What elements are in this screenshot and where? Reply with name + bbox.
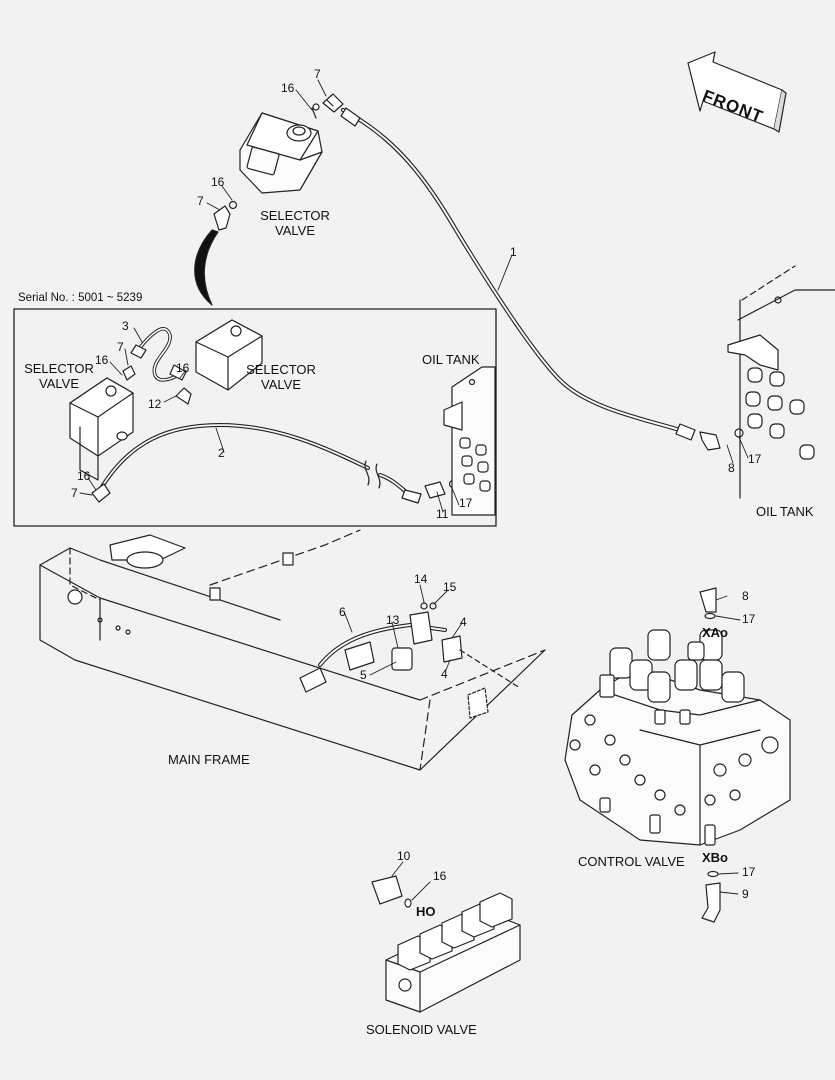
serial-inset-box: [13, 308, 497, 527]
port-xb-label: XBo: [702, 850, 728, 865]
callout-16: 16: [211, 175, 225, 189]
selector-valve-top-line1: SELECTOR: [260, 208, 330, 223]
callout-13: 13: [386, 613, 400, 627]
control-valve-label: CONTROL VALVE: [578, 854, 685, 869]
inset-selector-valve-right: [195, 319, 263, 391]
port-ho-label: HO: [416, 904, 436, 919]
oil-tank-inset-label: OIL TANK: [422, 352, 480, 367]
selector-valve-top-line2: VALVE: [275, 223, 315, 238]
callout-8: 8: [742, 589, 749, 603]
main-frame-shape: [39, 529, 546, 771]
main-frame-label: MAIN FRAME: [168, 752, 250, 767]
callout-11: 11: [436, 507, 449, 521]
selector-valve-top-shape: [239, 103, 323, 194]
callout-17: 17: [742, 865, 756, 879]
callout-16: 16: [281, 81, 295, 95]
selector-valve-top-label: SELECTOR VALVE: [250, 208, 340, 238]
selector-valve-inset-right-line1: SELECTOR: [246, 362, 316, 377]
callout-17: 17: [742, 612, 756, 626]
callout-17: 17: [748, 452, 762, 466]
callout-16: 16: [433, 869, 447, 883]
callout-14: 14: [414, 572, 428, 586]
callout-4: 4: [460, 615, 467, 629]
selector-valve-inset-right-label: SELECTOR VALVE: [236, 362, 326, 392]
callout-1: 1: [510, 245, 517, 259]
selector-valve-inset-left-line2: VALVE: [39, 376, 79, 391]
callout-10: 10: [397, 849, 411, 863]
callout-16: 16: [77, 469, 91, 483]
inset-selector-valve-left: [69, 377, 134, 481]
selector-valve-inset-left-label: SELECTOR VALVE: [14, 361, 104, 391]
callout-15: 15: [443, 580, 457, 594]
harness-shape: [299, 602, 521, 719]
callout-17: 17: [459, 496, 473, 510]
oil-tank-main-label: OIL TANK: [756, 504, 814, 519]
front-arrow-icon: [687, 51, 787, 133]
inset-oil-tank: [443, 366, 496, 516]
selector-valve-inset-left-line1: SELECTOR: [24, 361, 94, 376]
hose-2-shape: [91, 423, 458, 504]
callout-7: 7: [314, 67, 321, 81]
hose-1-shape: [340, 107, 744, 451]
callout-8: 8: [728, 461, 735, 475]
callout-12: 12: [148, 397, 162, 411]
control-valve-shape: [564, 629, 791, 846]
callout-7: 7: [197, 194, 204, 208]
callout-9: 9: [742, 887, 749, 901]
callout-4: 4: [441, 667, 448, 681]
callout-16: 16: [176, 361, 190, 375]
serial-note: Serial No. : 5001 ~ 5239: [18, 292, 143, 304]
callout-16: 16: [95, 353, 109, 367]
oil-tank-main-shape: [727, 265, 835, 499]
solenoid-valve-shape: [385, 892, 521, 1013]
selector-valve-inset-right-line2: VALVE: [261, 377, 301, 392]
port-xa-label: XAo: [702, 625, 728, 640]
solenoid-valve-label: SOLENOID VALVE: [366, 1022, 477, 1037]
callout-5: 5: [360, 668, 367, 682]
callout-2: 2: [218, 446, 225, 460]
callout-7: 7: [71, 486, 78, 500]
callout-7: 7: [117, 340, 124, 354]
callout-6: 6: [339, 605, 346, 619]
callout-3: 3: [122, 319, 129, 333]
